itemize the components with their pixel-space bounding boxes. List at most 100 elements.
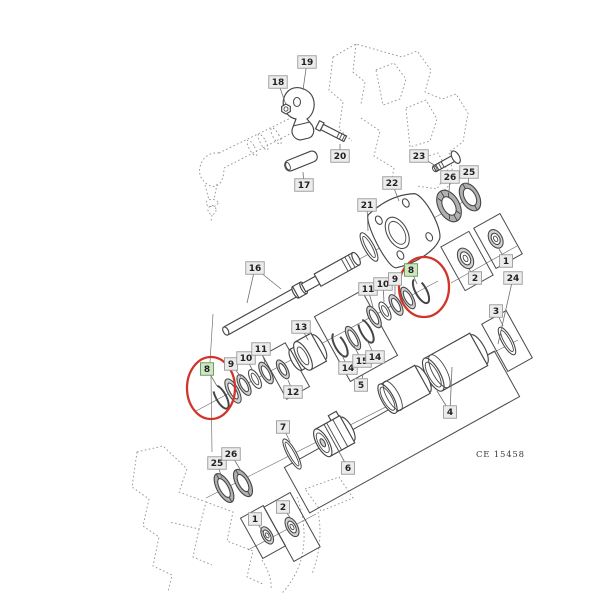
callout-number: 2 [472, 274, 478, 284]
callout-box[interactable] [468, 271, 482, 285]
callout-8[interactable]: 8 [200, 362, 218, 387]
callout-box[interactable] [354, 378, 368, 392]
callout-box[interactable] [251, 342, 271, 356]
ring-9-left [236, 374, 252, 396]
bearing-cup-25-bottom [213, 473, 235, 503]
callout-4[interactable]: 4 [436, 366, 457, 419]
nut-18 [281, 103, 291, 115]
clamp-half-17 [284, 150, 318, 172]
callout-box[interactable] [291, 320, 311, 334]
callout-number: 8 [408, 266, 414, 276]
callout-box[interactable] [443, 405, 457, 419]
callout-18[interactable]: 18 [268, 75, 288, 106]
callout-9[interactable]: 9 [388, 272, 402, 295]
callout-3[interactable]: 3 [489, 304, 504, 327]
callout-box[interactable] [440, 170, 460, 184]
highlight-circle [397, 255, 451, 319]
callout-box[interactable] [503, 271, 523, 285]
upper-assembly [209, 150, 523, 453]
callout-25[interactable]: 25 [459, 165, 479, 186]
callout-box[interactable] [283, 385, 303, 399]
callout-26[interactable]: 26 [440, 170, 460, 193]
piston-6 [313, 410, 356, 458]
callout-leader-line [497, 277, 514, 345]
callout-box[interactable] [499, 254, 513, 268]
callout-number: 16 [249, 264, 262, 274]
callout-box-highlighted[interactable] [404, 263, 418, 277]
callout-box[interactable] [245, 261, 265, 275]
piston-ring-14-b [357, 318, 375, 344]
callout-box[interactable] [489, 304, 503, 318]
callout-number: 10 [377, 280, 390, 290]
callout-20[interactable]: 20 [330, 144, 350, 163]
callout-box[interactable] [409, 149, 429, 163]
callout-number: 1 [252, 515, 258, 525]
o-ring-kit-box-3 [480, 309, 534, 373]
bearing-cone-26-bottom [232, 468, 254, 498]
clamp-19 [282, 87, 315, 141]
callout-11[interactable]: 11 [251, 342, 271, 364]
callout-2[interactable]: 2 [276, 500, 292, 520]
pin-23 [431, 150, 461, 173]
callout-17[interactable]: 17 [294, 171, 314, 192]
gland-13 [288, 332, 328, 372]
callout-box[interactable] [382, 176, 402, 190]
reference-code: CE 15458 [476, 450, 525, 460]
callout-box[interactable] [248, 512, 262, 526]
callout-number: 18 [272, 78, 285, 88]
callout-14[interactable]: 14 [365, 339, 385, 364]
highlight-circle [185, 355, 237, 421]
callout-13[interactable]: 13 [291, 320, 311, 341]
callout-10[interactable]: 10 [236, 351, 256, 372]
callout-box[interactable] [365, 350, 385, 364]
callout-1[interactable]: 1 [498, 248, 513, 268]
callout-19[interactable]: 19 [297, 55, 317, 91]
callout-number: 17 [298, 181, 311, 191]
callout-16[interactable]: 16 [245, 261, 282, 304]
washer-10-left [248, 369, 262, 389]
callout-box[interactable] [276, 420, 290, 434]
seal-kit-box-24 [283, 350, 521, 514]
callout-box[interactable] [341, 461, 355, 475]
callout-number: 15 [356, 357, 369, 367]
callout-box[interactable] [221, 447, 241, 461]
callout-24[interactable]: 24 [497, 271, 523, 345]
callout-number: 5 [358, 381, 364, 391]
callout-12[interactable]: 12 [283, 379, 303, 399]
callout-box[interactable] [459, 165, 479, 179]
callout-box[interactable] [357, 198, 377, 212]
callout-8[interactable]: 8 [404, 263, 418, 285]
callout-box[interactable] [276, 500, 290, 514]
lower-assembly [205, 309, 534, 563]
callout-box[interactable] [236, 351, 256, 365]
callout-26[interactable]: 26 [221, 447, 242, 472]
seal-kit-box-2-bottom [263, 491, 321, 563]
callout-number: 26 [225, 450, 238, 460]
callout-number: 25 [211, 459, 224, 469]
callout-box[interactable] [268, 75, 288, 89]
callout-number: 12 [287, 388, 300, 398]
callout-7[interactable]: 7 [276, 420, 291, 443]
callout-box[interactable] [294, 178, 314, 192]
callout-number: 22 [386, 179, 399, 189]
callout-box[interactable] [388, 272, 402, 286]
callout-number: 9 [392, 275, 398, 285]
callout-box[interactable] [330, 149, 350, 163]
callout-number: 25 [463, 168, 476, 178]
callout-number: 24 [507, 274, 520, 284]
callout-2[interactable]: 2 [468, 268, 482, 285]
callout-5[interactable]: 5 [354, 373, 368, 392]
bearing-cone-26-top [436, 189, 462, 223]
callout-box[interactable] [297, 55, 317, 69]
callout-box-highlighted[interactable] [200, 362, 214, 376]
callout-number: 1 [503, 257, 509, 267]
callout-23[interactable]: 23 [409, 149, 437, 167]
callout-number: 14 [369, 353, 382, 363]
callout-number: 13 [295, 323, 308, 333]
callout-22[interactable]: 22 [382, 176, 402, 202]
callout-1[interactable]: 1 [248, 512, 265, 535]
callout-21[interactable]: 21 [357, 198, 377, 232]
callout-6[interactable]: 6 [337, 449, 355, 475]
